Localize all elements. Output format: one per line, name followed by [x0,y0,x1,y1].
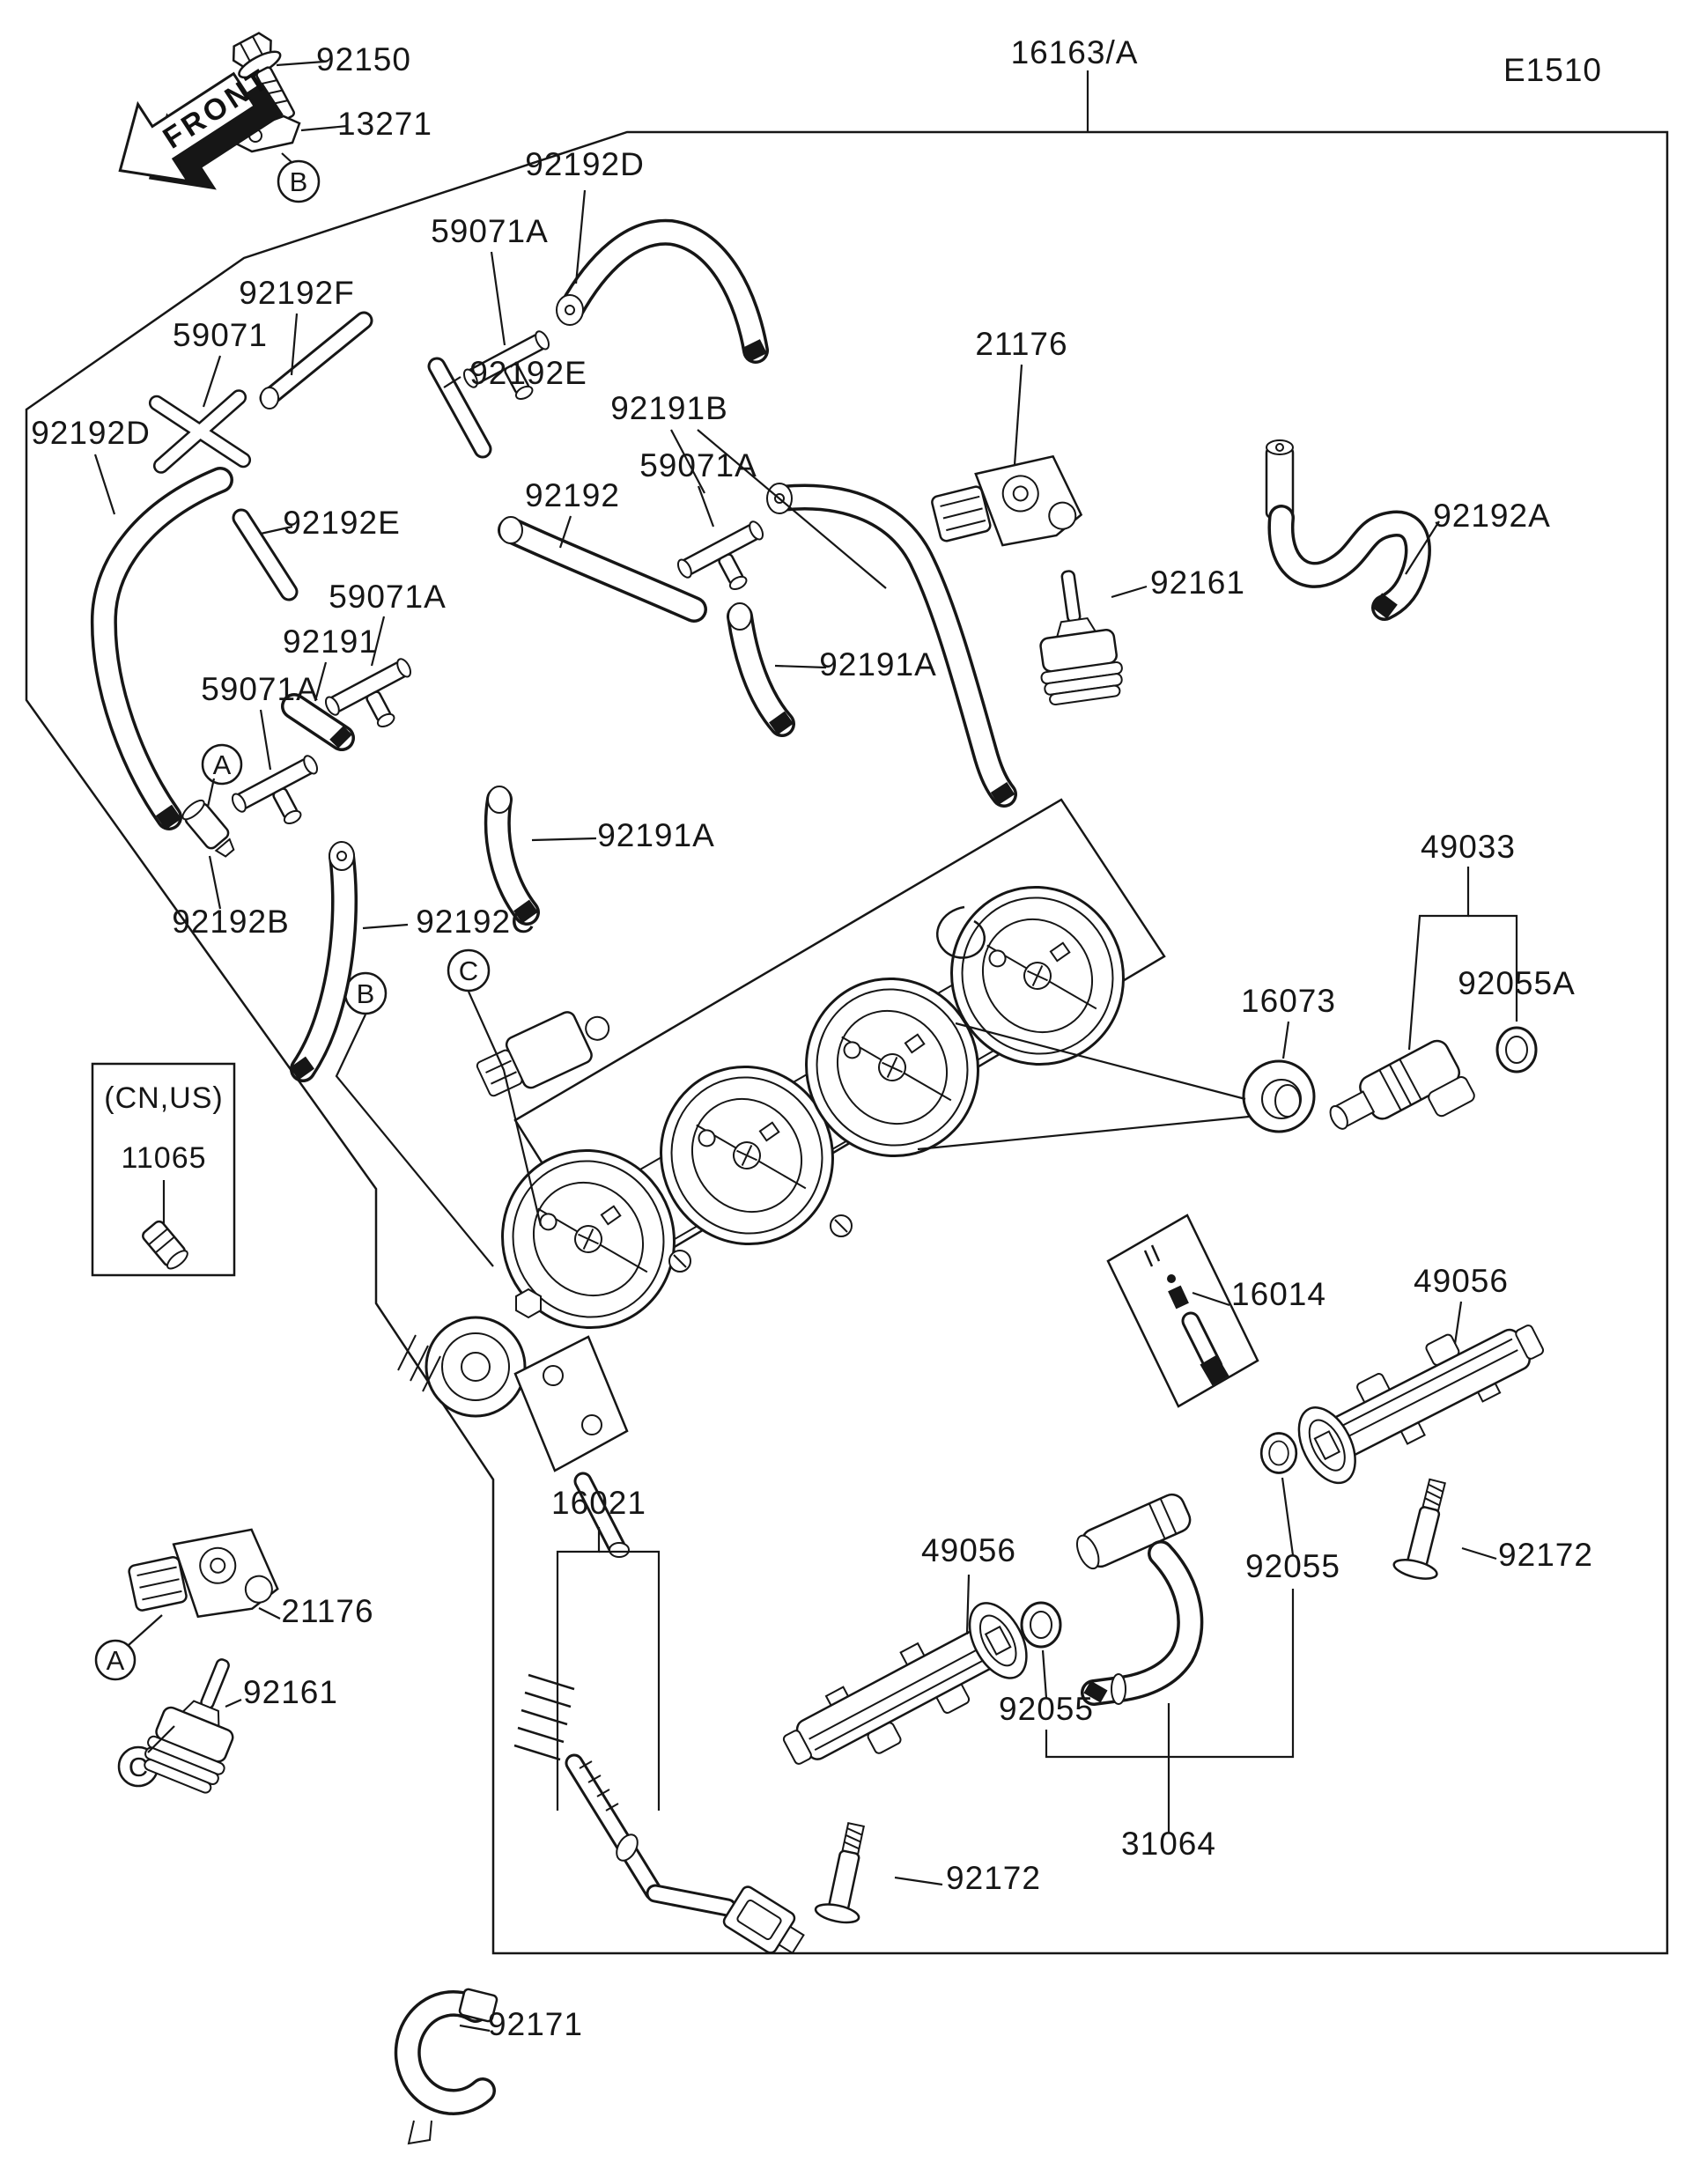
label-92192d-left: 92192D [31,415,151,451]
label-21176-top: 21176 [975,326,1067,362]
page-code: E1510 [1503,52,1602,88]
fitting-59071-cross [157,397,243,466]
label-92055-center: 92055 [999,1691,1094,1727]
clamp-92171 [394,1988,498,2145]
label-21176-bottom: 21176 [281,1593,373,1629]
leader-lines [93,70,1518,2033]
label-92161-top: 92161 [1150,564,1245,601]
label-92055-right: 92055 [1245,1548,1340,1584]
callout-b-top [277,159,321,203]
label-92055a: 92055A [1458,965,1576,1001]
label-59071a-2: 59071A [639,447,757,483]
cable-connector [722,1885,805,1955]
sensor-21176-top [927,450,1086,564]
svg-text:C: C [129,1752,148,1782]
label-92192d-top: 92192D [525,146,645,182]
label-92191a-1: 92191A [597,817,715,853]
harness-hook [936,905,986,959]
oring-92055-right [1259,1432,1298,1474]
label-49056-center: 49056 [921,1532,1016,1568]
tps-sensor [476,1011,610,1097]
svg-text:B: B [357,978,375,1009]
label-92161-bottom: 92161 [243,1674,338,1710]
callout-a-bottom [94,1639,137,1681]
label-92172-right: 92172 [1498,1537,1593,1573]
svg-text:C: C [459,956,478,986]
throttle-body-assembly [397,798,1166,1558]
label-59071: 59071 [173,317,268,353]
label-92191: 92191 [283,623,378,660]
label-92150: 92150 [316,41,411,77]
label-92172-bottom: 92172 [946,1860,1041,1896]
fuel-rail-49056-right [1284,1297,1557,1494]
callout-circles: B A B C A C [94,159,491,1788]
linkage-bracket [513,1335,629,1472]
label-59071a-3: 59071A [329,579,447,615]
diagram-panel-border [25,130,1669,1955]
svg-text:A: A [107,1645,125,1676]
label-16014: 16014 [1231,1276,1326,1312]
callout-c-mid [447,948,491,992]
bolt-92172-right [1391,1474,1460,1583]
oring-92055a [1495,1026,1538,1074]
assembly-ref-label: 16163/A [1011,34,1139,70]
label-92192b: 92192B [172,904,290,940]
tee-59071a-4 [228,752,337,845]
label-31064: 31064 [1121,1826,1216,1862]
label-92191b: 92191B [610,390,728,426]
valve-92161-top [1026,564,1127,707]
cap-11065 [142,1220,188,1270]
svg-text:A: A [213,749,232,780]
label-92192c: 92192C [416,904,535,940]
label-59071a-4: 59071A [201,671,319,707]
valve-92161-bottom [137,1643,263,1797]
hex-nut [515,1288,542,1319]
kit-box-16014 [1106,1214,1259,1408]
label-59071a-1: 59071A [431,213,549,249]
part-labels: 92150 13271 92192D 59071A 92192F 59071 9… [31,41,1593,2042]
label-16021: 16021 [551,1485,646,1521]
svg-text:B: B [290,166,308,197]
oring-92055-center [1020,1601,1062,1649]
callout-a-left [201,743,243,786]
variant-note: (CN,US) [104,1081,223,1115]
label-92191a-2: 92191A [819,646,937,682]
grommet-16073 [1242,1059,1316,1133]
adjuster-spring [513,1673,575,1761]
injector-49033 [1320,1035,1478,1164]
idle-adjuster-16021 [513,1673,805,1955]
bolt-92172-bottom [813,1819,879,1928]
vacuum-hoses [90,218,1431,1082]
pipe-31064 [1075,1493,1204,1706]
sensor-21176-bottom [124,1524,282,1634]
variant-part-number: 11065 [121,1141,206,1175]
label-92192a: 92192A [1433,498,1551,534]
label-92192: 92192 [525,477,620,513]
plug-92192b [181,799,235,858]
label-92192e-1: 92192E [469,355,587,391]
label-49056-right: 49056 [1414,1263,1509,1299]
label-13271: 13271 [337,106,432,142]
variant-box-cnus: (CN,US) 11065 [91,1062,236,1277]
return-spring [397,1334,441,1392]
label-92192f: 92192F [239,275,355,311]
label-49033: 49033 [1421,829,1516,865]
label-92192e-2: 92192E [283,505,401,541]
label-92171: 92171 [488,2006,583,2042]
label-16073: 16073 [1241,983,1336,1019]
